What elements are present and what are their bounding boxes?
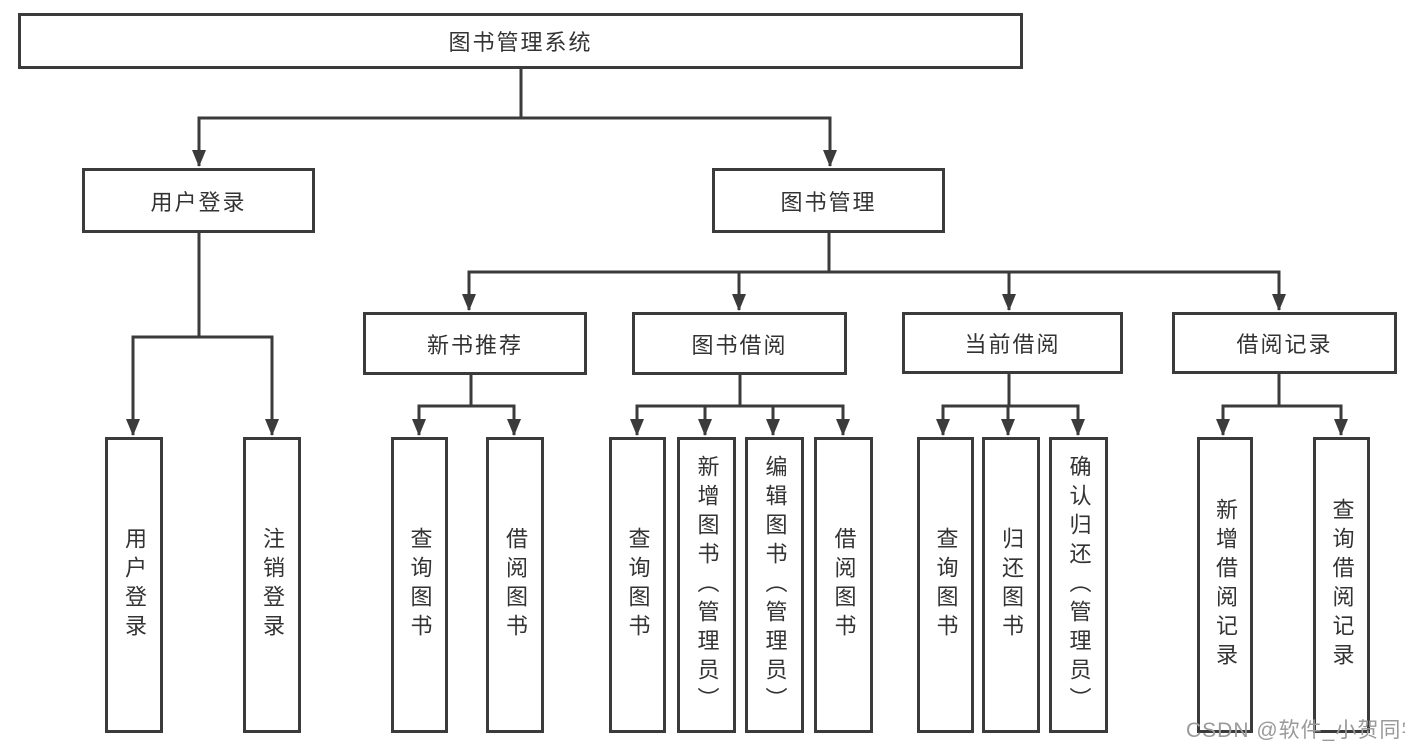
node-leaf-add-book-admin: 新增图书（管理员） (677, 437, 736, 733)
node-borrowing-records: 借阅记录 (1172, 312, 1397, 374)
node-leaf-edit-book-admin-label: 编辑图书（管理员） (762, 454, 788, 716)
connector-borrowing-records-children (1216, 374, 1348, 436)
connector-user-login-children (126, 233, 279, 436)
node-leaf-user-login: 用户登录 (105, 437, 163, 733)
connector-current-borrowing-children (936, 374, 1085, 436)
node-new-book-recommend-label: 新书推荐 (426, 332, 523, 358)
connector-root-to-level1 (192, 69, 837, 167)
node-leaf-query-books-b: 查询图书 (609, 437, 666, 733)
node-leaf-confirm-return-admin-label: 确认归还（管理员） (1066, 454, 1092, 716)
node-borrowing-records-label: 借阅记录 (1236, 332, 1333, 357)
connector-book-borrowing-children (630, 375, 850, 436)
node-root: 图书管理系统 (18, 13, 1023, 69)
node-book-management-label: 图书管理 (780, 189, 877, 215)
csdn-watermark: CSDN @软件_小贺同学 (1186, 719, 1405, 742)
node-leaf-query-borrow-record: 查询借阅记录 (1313, 437, 1370, 733)
node-leaf-borrow-books-a: 借阅图书 (486, 437, 544, 733)
node-leaf-query-books-c-label: 查询图书 (933, 527, 959, 643)
node-leaf-borrow-books-a-label: 借阅图书 (503, 527, 528, 643)
node-leaf-add-borrow-record-label: 新增借阅记录 (1213, 498, 1238, 672)
node-leaf-logout: 注销登录 (243, 437, 301, 733)
node-book-borrowing-label: 图书借阅 (691, 332, 788, 358)
node-leaf-borrow-books-b-label: 借阅图书 (831, 527, 857, 643)
node-book-borrowing: 图书借阅 (632, 312, 847, 375)
node-leaf-query-books-a-label: 查询图书 (407, 527, 433, 643)
node-leaf-user-login-label: 用户登录 (122, 527, 147, 643)
node-current-borrowing: 当前借阅 (902, 312, 1123, 374)
node-leaf-edit-book-admin: 编辑图书（管理员） (745, 437, 804, 733)
node-leaf-query-books-c: 查询图书 (917, 437, 974, 733)
node-leaf-add-book-admin-label: 新增图书（管理员） (694, 454, 720, 716)
node-leaf-confirm-return-admin: 确认归还（管理员） (1049, 437, 1108, 733)
node-leaf-logout-label: 注销登录 (260, 527, 285, 643)
node-user-login: 用户登录 (82, 168, 315, 233)
node-leaf-query-books-a: 查询图书 (391, 437, 448, 733)
connector-book-management-children (462, 233, 1286, 311)
node-current-borrowing-label: 当前借阅 (964, 332, 1061, 357)
node-new-book-recommend: 新书推荐 (363, 312, 587, 375)
node-leaf-query-books-b-label: 查询图书 (625, 527, 651, 643)
node-leaf-add-borrow-record: 新增借阅记录 (1197, 437, 1253, 733)
node-leaf-return-book: 归还图书 (982, 437, 1040, 733)
node-leaf-return-book-label: 归还图书 (999, 527, 1024, 643)
node-book-management: 图书管理 (712, 168, 945, 233)
node-user-login-label: 用户登录 (150, 189, 247, 215)
node-leaf-borrow-books-b: 借阅图书 (814, 437, 873, 733)
node-root-label: 图书管理系统 (448, 30, 593, 55)
connector-new-book-recommend-children (412, 375, 521, 436)
node-leaf-query-borrow-record-label: 查询借阅记录 (1329, 498, 1355, 672)
